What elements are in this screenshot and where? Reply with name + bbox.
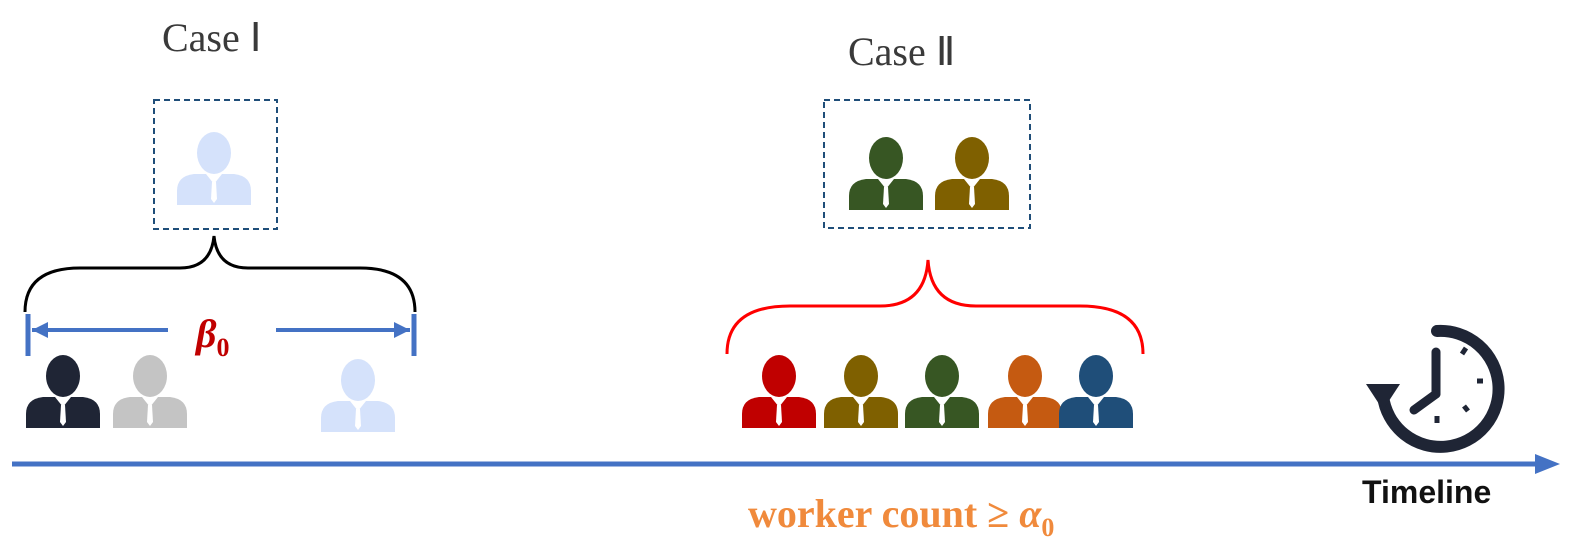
worker-blue-icon [1059,355,1133,428]
case2-box [823,99,1031,229]
timer-clock-icon [1366,324,1505,453]
worker-gray-icon [113,355,187,428]
beta-right-arrowhead [394,322,410,338]
case1-curly-brace-icon [23,235,417,313]
case1-title: Case Ⅰ [162,15,262,60]
timeline-arrowhead [1535,454,1560,474]
worker-count-condition: worker count ≥ α0 [748,490,1054,543]
worker-olive-icon [824,355,898,428]
case1-box [153,99,278,230]
case2-olive-worker-icon [935,137,1009,210]
worker-faded-icon [321,359,395,432]
case2-title: Case Ⅱ [848,29,956,74]
case2-curly-brace-icon [725,259,1145,355]
worker-green-icon [905,355,979,428]
case2-green-worker-icon [849,137,923,210]
beta-subscript: 0 [216,333,230,362]
alpha-symbol: α [1019,491,1042,536]
condition-text: worker count ≥ [748,491,1020,536]
worker-red-icon [742,355,816,428]
alpha-subscript: 0 [1041,513,1055,542]
worker-orange-icon [988,355,1062,428]
beta-left-arrowhead [32,322,48,338]
beta-symbol: β [196,311,217,356]
worker-dark-icon [26,355,100,428]
timeline-label: Timeline [1362,474,1492,510]
case1-candidate-worker-icon [177,132,251,205]
beta-window-label: β0 [196,310,230,363]
